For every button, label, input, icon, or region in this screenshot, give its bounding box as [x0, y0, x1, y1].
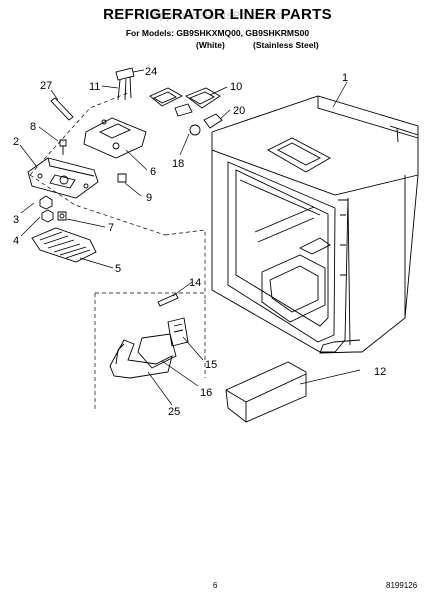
callout-24: 24: [145, 66, 157, 78]
callout-16: 16: [200, 387, 212, 399]
callout-15: 15: [205, 359, 217, 371]
thermistor-24: [115, 67, 135, 101]
callout-20: 20: [233, 105, 245, 117]
control-housing-plate: [27, 157, 99, 199]
document-number: 8199126: [386, 581, 418, 590]
light-housing-left: [149, 87, 183, 107]
liner-box: [211, 95, 419, 354]
callout-5: 5: [115, 263, 121, 275]
callout-numbers: 1 2 3 4 5 6 7 8 9 10 11 12 14 15 16 18 2…: [13, 66, 386, 418]
crisper-pan-12: [225, 361, 307, 423]
page-title: REFRIGERATOR LINER PARTS: [103, 6, 332, 23]
callout-12: 12: [374, 366, 386, 378]
callout-1: 1: [342, 72, 348, 84]
callout-7: 7: [108, 222, 114, 234]
grille-diffuser: [31, 227, 97, 263]
screw-8: [59, 139, 67, 155]
model-numbers: For Models: GB9SHKXMQ00, GB9SHKRMS00: [125, 28, 310, 38]
dashed-outline: [29, 91, 206, 410]
fastener-parts: [39, 195, 67, 223]
callout-6: 6: [150, 166, 156, 178]
callout-2: 2: [13, 136, 19, 148]
callout-11: 11: [89, 81, 100, 93]
callout-14: 14: [189, 277, 201, 289]
color-white-label: (White): [196, 40, 225, 50]
callout-10: 10: [230, 81, 242, 93]
page-number: 6: [213, 581, 218, 590]
wire-clip-14: [157, 293, 179, 307]
callout-25: 25: [168, 406, 180, 418]
callout-3: 3: [13, 214, 19, 226]
callout-9: 9: [146, 192, 152, 204]
control-bracket: [83, 117, 147, 159]
watermark: AppliancePartsPros.com: [151, 10, 284, 22]
color-stainless-label: (Stainless Steel): [253, 40, 319, 50]
leader-lines: [19, 69, 361, 406]
screw-9: [117, 173, 127, 183]
light-socket-20: [174, 103, 223, 136]
air-duct-25: [109, 339, 173, 379]
callout-18: 18: [172, 158, 184, 170]
callout-27: 27: [40, 80, 52, 92]
callout-8: 8: [30, 121, 36, 133]
light-housing-10: [185, 87, 221, 109]
callout-4: 4: [13, 235, 19, 247]
damper-15: [167, 317, 189, 347]
sensor-27: [50, 97, 74, 121]
